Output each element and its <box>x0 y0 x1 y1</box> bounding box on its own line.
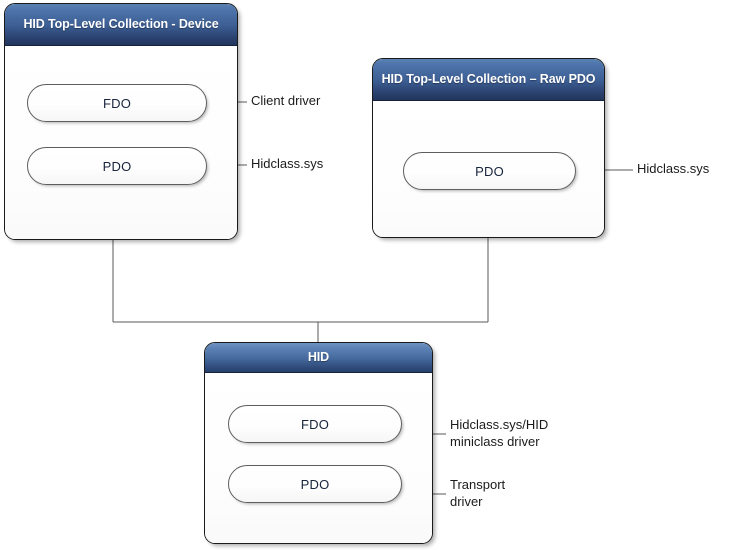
node-header-tlc-raw-pdo: HID Top-Level Collection – Raw PDO <box>373 59 604 101</box>
pill-tlc-device-fdo[interactable]: FDO <box>27 84 207 122</box>
node-body-tlc-raw-pdo: PDO <box>373 101 604 237</box>
callout-hidclass-sys-raw: Hidclass.sys <box>637 161 710 176</box>
node-header-hid: HID <box>205 343 432 373</box>
node-hid-top-level-collection-raw-pdo[interactable]: HID Top-Level Collection – Raw PDO PDO <box>372 58 605 238</box>
callout-hidclass-sys-hid-miniclass-driver: Hidclass.sys/HID miniclass driver <box>450 417 549 449</box>
pill-hid-pdo[interactable]: PDO <box>228 465 402 503</box>
pill-tlc-raw-pdo-pdo[interactable]: PDO <box>403 152 576 190</box>
callout-client-driver: Client driver <box>251 93 321 108</box>
node-hid[interactable]: HID FDO PDO <box>204 342 433 544</box>
node-header-tlc-device: HID Top-Level Collection - Device <box>5 4 237 46</box>
node-hid-top-level-collection-device[interactable]: HID Top-Level Collection - Device FDO PD… <box>4 3 238 240</box>
callout-transport-driver: Transport driver <box>450 477 506 509</box>
callout-hidclass-sys-device: Hidclass.sys <box>251 156 324 171</box>
pill-tlc-device-pdo[interactable]: PDO <box>27 147 207 185</box>
pill-hid-fdo[interactable]: FDO <box>228 405 402 443</box>
node-body-tlc-device: FDO PDO <box>5 46 237 239</box>
node-body-hid: FDO PDO <box>205 373 432 543</box>
